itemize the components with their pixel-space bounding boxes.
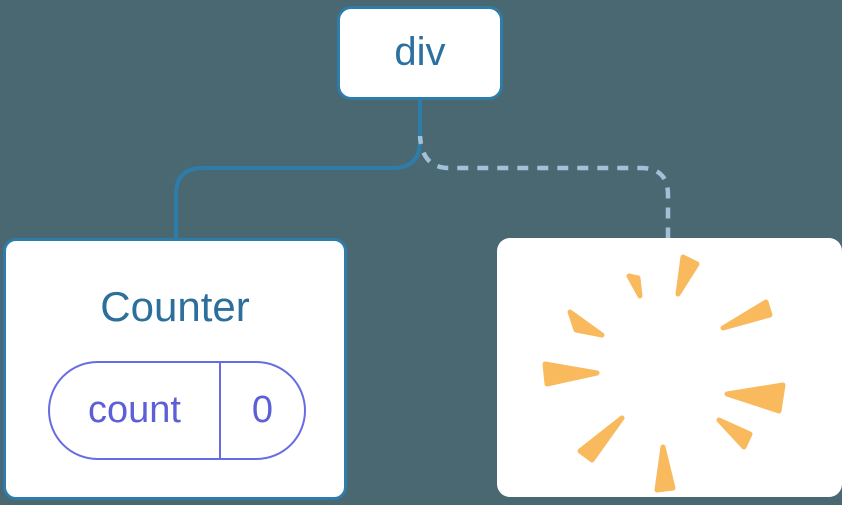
poof-ray-upper-right <box>720 299 773 331</box>
poof-ray-lower-right <box>716 417 753 450</box>
state-pill: count 0 <box>48 361 306 460</box>
root-node-label: div <box>394 30 446 74</box>
poof-ray-right <box>724 382 786 414</box>
poof-ray-lower-left <box>577 415 625 463</box>
poof-ray-left <box>542 361 600 387</box>
counter-title: Counter <box>100 283 250 330</box>
root-node: div <box>337 6 503 100</box>
poof-ray-bottom <box>654 444 676 493</box>
counter-card: Counter count 0 <box>3 238 347 500</box>
poof-icon <box>542 254 786 493</box>
state-key: count <box>88 389 181 431</box>
poof-ray-top <box>675 254 700 297</box>
tree-edge-dashed <box>417 135 671 238</box>
poof-ray-top-left-small <box>626 273 643 299</box>
tree-edge-solid <box>174 99 422 240</box>
state-value: 0 <box>219 363 304 458</box>
poof-ray-upper-left <box>567 309 605 338</box>
removed-card <box>497 238 842 497</box>
